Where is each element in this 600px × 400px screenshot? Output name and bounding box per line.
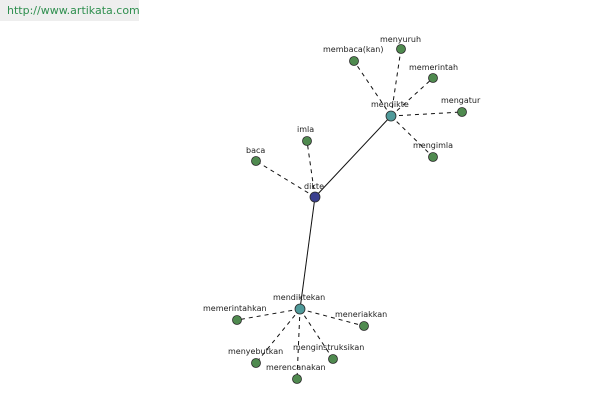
edge-mendikte-memerintah (390, 77, 434, 117)
node-mendikte[interactable]: mendikte (371, 100, 409, 122)
node-label-membaca-kan: membaca(kan) (323, 45, 384, 54)
node-dikte[interactable]: dikte (304, 182, 324, 203)
edge-mendiktekan-merencanakan (296, 308, 301, 380)
node-marker-memerintahkan[interactable] (232, 315, 242, 325)
edges-layer (236, 48, 463, 380)
node-label-dikte: dikte (304, 182, 324, 191)
node-marker-merencanakan[interactable] (292, 374, 302, 384)
edge-mendiktekan-menginstruksikan (299, 308, 334, 360)
node-label-merencanakan: merencanakan (266, 363, 326, 372)
node-marker-mendiktekan[interactable] (294, 303, 306, 315)
node-label-menginstruksikan: menginstruksikan (293, 343, 364, 352)
node-label-memerintah: memerintah (409, 63, 458, 72)
node-imla[interactable]: imla (297, 125, 314, 146)
node-label-memerintahkan: memerintahkan (203, 304, 267, 313)
node-marker-mengimla[interactable] (428, 152, 438, 162)
edge-dikte-baca (255, 160, 316, 198)
edge-mendiktekan-meneriakkan (299, 308, 365, 327)
node-marker-memerintah[interactable] (428, 73, 438, 83)
node-marker-meneriakkan[interactable] (359, 321, 369, 331)
node-menginstruksikan[interactable]: menginstruksikan (293, 343, 364, 364)
node-marker-imla[interactable] (302, 136, 312, 146)
node-membaca-kan[interactable]: membaca(kan) (323, 45, 384, 66)
node-label-mengatur: mengatur (441, 96, 481, 105)
node-memerintahkan[interactable]: memerintahkan (203, 304, 267, 325)
node-label-menyebutkan: menyebutkan (228, 347, 283, 356)
node-label-meneriakkan: meneriakkan (335, 310, 387, 319)
node-label-menyuruh: menyuruh (380, 35, 421, 44)
nodes-layer: dikte mendikte mendiktekan imla baca menyuruh… (203, 35, 481, 384)
node-mengatur[interactable]: mengatur (441, 96, 481, 117)
edge-dikte-imla (306, 140, 316, 198)
node-label-mengimla: mengimla (413, 141, 453, 150)
node-marker-menyebutkan[interactable] (251, 358, 261, 368)
node-label-baca: baca (246, 146, 265, 155)
edge-mendikte-menyuruh (390, 48, 402, 117)
node-marker-baca[interactable] (251, 156, 261, 166)
node-mengimla[interactable]: mengimla (413, 141, 453, 162)
edge-mendikte-mengimla (390, 115, 434, 158)
node-menyuruh[interactable]: menyuruh (380, 35, 421, 54)
node-baca[interactable]: baca (246, 146, 265, 166)
edge-mendiktekan-menyebutkan (255, 308, 301, 364)
node-marker-mendikte[interactable] (385, 110, 397, 122)
node-meneriakkan[interactable]: meneriakkan (335, 310, 387, 331)
source-url: http://www.artikata.com (0, 0, 140, 21)
edge-mendikte-mengatur (390, 111, 463, 117)
node-label-mendiktekan: mendiktekan (273, 293, 325, 302)
node-memerintah[interactable]: memerintah (409, 63, 458, 83)
edge-dikte-mendiktekan (299, 196, 316, 310)
edge-dikte-mendikte (314, 115, 392, 198)
edge-mendikte-membaca-kan (353, 60, 392, 117)
node-menyebutkan[interactable]: menyebutkan (228, 347, 283, 368)
node-marker-menyuruh[interactable] (396, 44, 406, 54)
node-label-mendikte: mendikte (371, 100, 409, 109)
node-marker-mengatur[interactable] (457, 107, 467, 117)
node-mendiktekan[interactable]: mendiktekan (273, 293, 325, 315)
node-marker-dikte[interactable] (309, 191, 321, 203)
node-marker-menginstruksikan[interactable] (328, 354, 338, 364)
node-marker-membaca-kan[interactable] (349, 56, 359, 66)
node-label-imla: imla (297, 125, 314, 134)
edge-mendiktekan-memerintahkan (236, 308, 301, 321)
node-merencanakan[interactable]: merencanakan (266, 363, 326, 384)
